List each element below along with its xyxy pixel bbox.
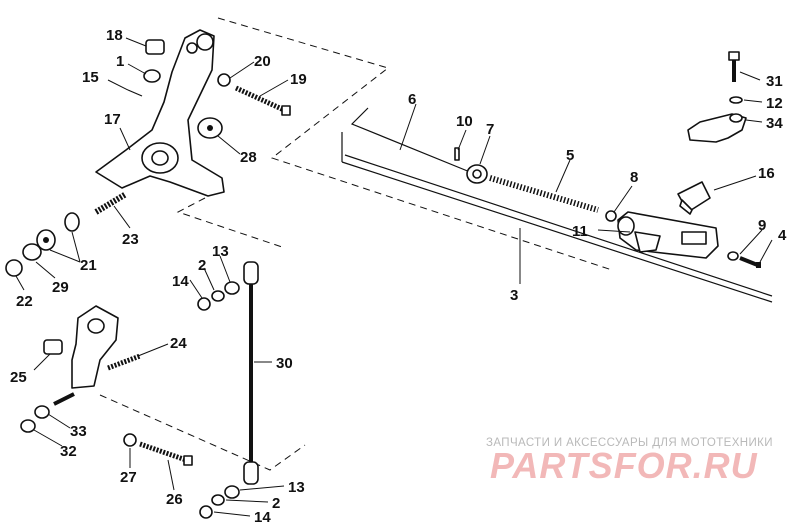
callout-33: 33 (70, 423, 87, 440)
part-33-washer (34, 405, 50, 419)
part-4-screw (739, 256, 761, 268)
part-26-bolt (139, 441, 193, 466)
callout-14-top: 14 (172, 273, 189, 290)
part-11-shift-block (617, 211, 719, 259)
part-25-bushing (43, 339, 63, 355)
part-27-nut (123, 433, 137, 447)
callout-18: 18 (106, 27, 123, 44)
callout-24: 24 (170, 335, 187, 352)
callout-11: 11 (572, 223, 588, 240)
callout-19: 19 (290, 71, 307, 88)
part-16-pin (677, 181, 711, 215)
callout-7: 7 (486, 121, 494, 138)
part-19-bolt (234, 85, 291, 116)
part-18-bushing (145, 39, 165, 55)
watermark-logo: PARTSFOR.RU (490, 445, 758, 486)
part-23-stud (94, 191, 128, 215)
part-3-rod (341, 132, 773, 303)
assembly-guides (99, 17, 613, 471)
part-2-washer-bottom (211, 494, 225, 506)
part-12-washer (729, 96, 743, 104)
callout-8: 8 (630, 169, 638, 186)
callout-10: 10 (456, 113, 473, 130)
callout-15: 15 (82, 69, 99, 86)
callout-14-bottom: 14 (254, 509, 271, 526)
part-15-cotter-pin (127, 89, 143, 97)
part-13-fitting-top (224, 281, 240, 295)
callout-13-bottom: 13 (288, 479, 305, 496)
callout-13-top: 13 (212, 243, 229, 260)
callout-2-bottom: 2 (272, 495, 280, 512)
callout-17: 17 (104, 111, 121, 128)
callout-34: 34 (766, 115, 783, 132)
part-1-washer (143, 69, 161, 83)
callout-22: 22 (16, 293, 33, 310)
part-17-main-bracket (95, 29, 225, 197)
callout-26: 26 (166, 491, 183, 508)
part-14-nut-bottom (199, 505, 213, 519)
callout-12: 12 (766, 95, 783, 112)
part-9-washer (727, 251, 739, 261)
part-24-stud (107, 353, 141, 371)
leader-lines (15, 37, 773, 517)
part-31-bolt (728, 51, 740, 82)
part-6-bent-rod (350, 107, 471, 173)
part-28-washer (197, 117, 223, 139)
part-14-nut-top (197, 297, 211, 311)
callout-25: 25 (10, 369, 27, 386)
part-29-washer (22, 243, 42, 261)
callout-16: 16 (758, 165, 775, 182)
part-7-nut (466, 164, 488, 184)
callout-2-top: 2 (198, 257, 206, 274)
part-8-collar (605, 210, 617, 222)
part-stud-lower (53, 392, 75, 406)
part-32-nut (20, 419, 36, 433)
part-22-nut (5, 259, 23, 277)
callout-23: 23 (122, 231, 139, 248)
callout-20: 20 (254, 53, 271, 70)
part-10-pin (454, 147, 460, 161)
part-21-spacers (36, 212, 80, 251)
callout-9: 9 (758, 217, 766, 234)
part-24-lower-bracket (71, 305, 119, 389)
callout-5: 5 (566, 147, 574, 164)
part-34-bracket (687, 113, 747, 143)
watermark-tagline: ЗАПЧАСТИ И АКСЕССУАРЫ ДЛЯ МОТОТЕХНИКИ (486, 437, 773, 449)
part-20-nut (217, 73, 231, 87)
callout-29: 29 (52, 279, 69, 296)
callout-1: 1 (116, 53, 124, 70)
callout-28: 28 (240, 149, 257, 166)
callout-3: 3 (510, 287, 518, 304)
callout-31: 31 (766, 73, 783, 90)
callout-21: 21 (80, 257, 97, 274)
part-13-fitting-bottom (224, 485, 240, 499)
watermark: ЗАПЧАСТИ И АКСЕССУАРЫ ДЛЯ МОТОТЕХНИКИ PA… (486, 437, 773, 486)
callout-4: 4 (778, 227, 787, 244)
part-30-link-rod (243, 261, 259, 485)
part-5-spring (489, 175, 599, 213)
callout-30: 30 (276, 355, 293, 372)
callout-27: 27 (120, 469, 137, 486)
callout-32: 32 (60, 443, 77, 460)
part-2-washer-top (211, 290, 225, 302)
callout-labels: 18 1 15 17 20 19 28 23 21 29 22 6 10 7 5… (10, 27, 787, 526)
callout-6: 6 (408, 91, 416, 108)
